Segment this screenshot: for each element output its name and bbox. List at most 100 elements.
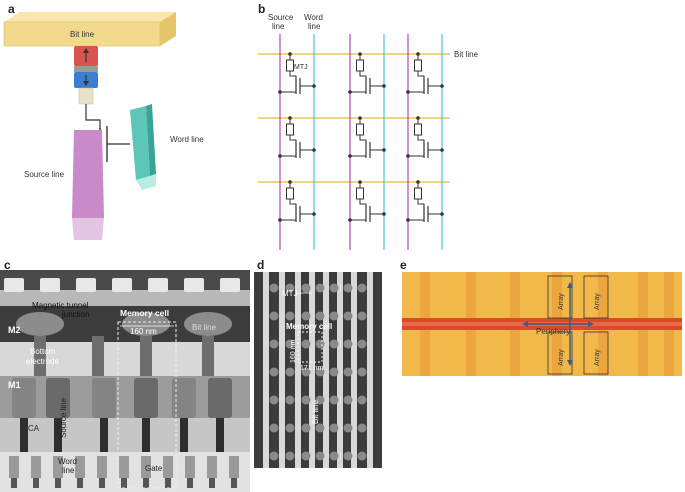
periphery-label: Periphery (536, 327, 570, 336)
word-line-node (440, 148, 444, 152)
sem-dot (269, 311, 279, 321)
height-label-d: 160 nm (290, 339, 297, 363)
gate-finger-9 (185, 456, 195, 478)
mtj-symbol (356, 123, 364, 136)
sem-dot (285, 339, 295, 349)
top-contact-2 (40, 278, 60, 292)
sem-dot (315, 311, 325, 321)
sem-dot (285, 367, 295, 377)
transistor-drain (359, 199, 367, 208)
sem-dot (269, 395, 279, 405)
mtj-arrow-up-head (83, 48, 89, 53)
via-2 (92, 336, 104, 376)
gate-finger-8 (163, 456, 173, 478)
top-contact-4 (112, 278, 132, 292)
gate-foot-6 (121, 478, 127, 488)
sem-dot (285, 395, 295, 405)
mtj-pillar-2 (122, 312, 170, 336)
gate-finger-1 (9, 456, 19, 478)
vertical-arrow-up-head (567, 282, 573, 288)
source-line-node (406, 90, 410, 94)
top-contact-3 (76, 278, 96, 292)
top-contact-1 (4, 278, 24, 292)
top-contact-6 (184, 278, 204, 292)
transistor-drain (289, 135, 297, 144)
sem-dot (357, 311, 367, 321)
sem-dot (357, 423, 367, 433)
sem-dot (285, 423, 295, 433)
circuit-grid (258, 34, 450, 250)
array-label-2: Array (594, 293, 601, 310)
bit-line-label-b: Bit line (454, 50, 479, 59)
top-contact-5 (148, 278, 168, 292)
word-line-node (312, 148, 316, 152)
word-line-node (312, 84, 316, 88)
source-line-shape (72, 130, 104, 218)
transistor-drain (417, 135, 425, 144)
m1-feature-3 (92, 378, 116, 418)
sem-dot (269, 423, 279, 433)
gate-finger-6 (119, 456, 129, 478)
array-box-2 (583, 275, 609, 319)
sem-dot (315, 423, 325, 433)
mtj-pillar-3 (184, 312, 232, 336)
sem-dot (301, 367, 311, 377)
source-line-node (348, 90, 352, 94)
sem-dot (343, 395, 353, 405)
sem-line-6 (337, 272, 343, 468)
m1-feature-6 (208, 378, 232, 418)
gate-foot-1 (11, 478, 17, 488)
gate-finger-5 (97, 456, 107, 478)
memory-cell-box (117, 321, 177, 489)
sem-line-7 (351, 272, 357, 468)
source-line-node (278, 218, 282, 222)
gate-label: Gate (145, 464, 163, 473)
sem-dot (315, 367, 325, 377)
word-line-node (382, 212, 386, 216)
sem-dot (343, 311, 353, 321)
memory-cell-box-d (297, 331, 323, 363)
sem-dot (269, 451, 279, 461)
gate-finger-7 (141, 456, 151, 478)
sem-dot (301, 283, 311, 293)
sem-dot (329, 451, 339, 461)
word-line-node (440, 84, 444, 88)
source-line-label-a: Source line (24, 170, 65, 179)
sem-dot (357, 367, 367, 377)
m1-feature-4 (134, 378, 158, 418)
vertical-arrow-down-head (567, 360, 573, 366)
sem-dot (329, 339, 339, 349)
contact-plug-2 (54, 418, 62, 452)
sem-dot (357, 395, 367, 405)
ca-label: CA (28, 424, 40, 433)
sem-line-4 (309, 272, 315, 468)
array-label-1: Array (558, 293, 565, 310)
periphery-arrow-left-head (522, 321, 528, 327)
sem-dot (301, 451, 311, 461)
transistor-drain (289, 71, 297, 80)
panel-d-sem-plan-view: MTJ Memory cell 160 nm 171 nm Bit line (254, 272, 382, 468)
array-label-3: Array (558, 349, 565, 366)
sem-dot (301, 423, 311, 433)
gate-foot-4 (77, 478, 83, 488)
gate-foot-5 (99, 478, 105, 488)
contact-plug-4 (142, 418, 150, 452)
array-label-4: Array (594, 349, 601, 366)
m2-label: M2 (8, 325, 21, 335)
sem-dot (301, 395, 311, 405)
tem-features (4, 278, 240, 488)
source-line-node (348, 218, 352, 222)
source-line-node (348, 154, 352, 158)
sem-dot (357, 283, 367, 293)
sem-dot (301, 311, 311, 321)
bit-line-bar-side (160, 12, 176, 46)
word-line-shape (130, 106, 150, 180)
bit-line-label-d: Bit line (311, 399, 320, 424)
word-line-node (382, 148, 386, 152)
